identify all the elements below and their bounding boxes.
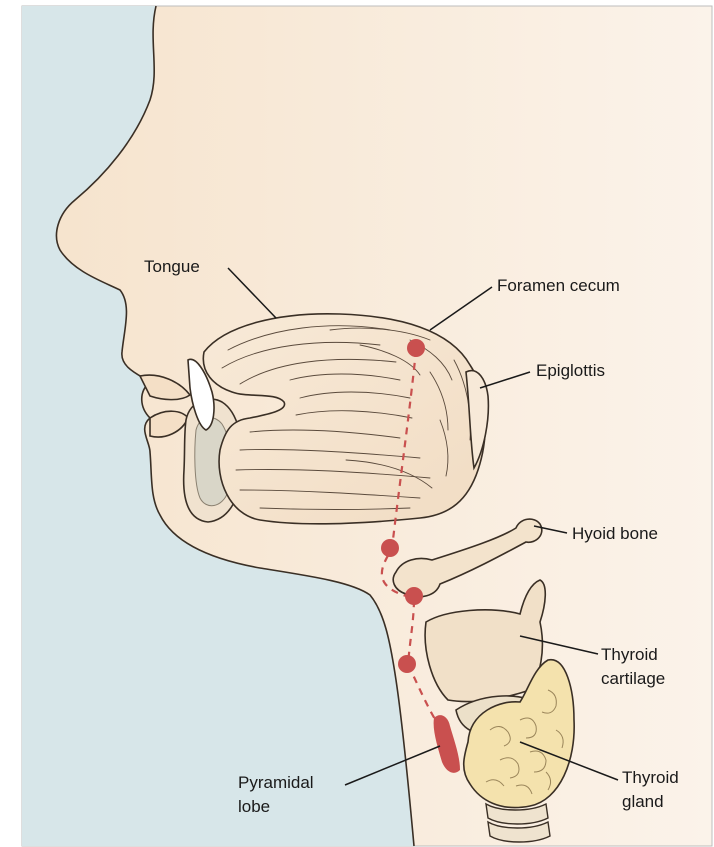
foramen-cecum-label: Foramen cecum (497, 276, 620, 295)
foramen-cecum-point (407, 339, 425, 357)
duct-remnant-3 (398, 655, 416, 673)
thyroid-cartilage-label-line2: cartilage (601, 669, 665, 688)
thyroid-gland-label-line1: Thyroid (622, 768, 679, 787)
thyroid-gland-label-line2: gland (622, 792, 664, 811)
tongue-label: Tongue (144, 257, 200, 276)
epiglottis-label: Epiglottis (536, 361, 605, 380)
pyramidal-lobe-label-line1: Pyramidal (238, 773, 314, 792)
hyoid-bone-label: Hyoid bone (572, 524, 658, 543)
duct-remnant-2 (405, 587, 423, 605)
duct-remnant-1 (381, 539, 399, 557)
tongue-body (203, 314, 485, 524)
thyroid-cartilage-label-line1: Thyroid (601, 645, 658, 664)
pyramidal-lobe-label-line2: lobe (238, 797, 270, 816)
